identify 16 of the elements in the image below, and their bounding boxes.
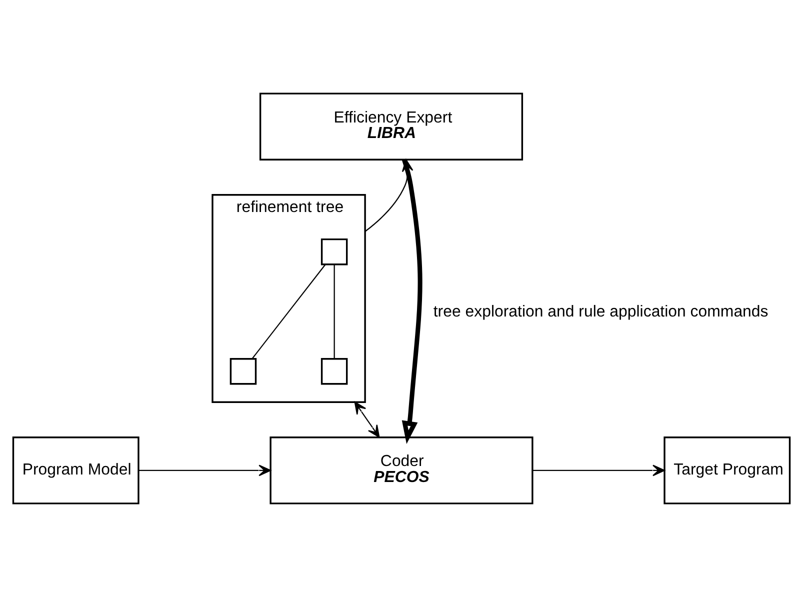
connector [252,264,326,359]
node-box: Coder PECOS [270,436,534,504]
node-box [320,238,348,266]
node-box [320,358,348,385]
node-box: Efficiency Expert LIBRA [259,92,524,160]
cluster: refinement tree [212,194,366,403]
arrow [354,402,380,438]
node-box [230,358,257,385]
arrow [364,159,414,232]
edge-label: tree exploration and rule application commands [433,303,768,320]
arrow [532,464,665,476]
arrow [138,464,272,476]
node-box: Program Model [12,436,140,504]
node-box: Target Program [664,436,791,504]
connector [334,264,335,359]
arrow [402,159,422,444]
